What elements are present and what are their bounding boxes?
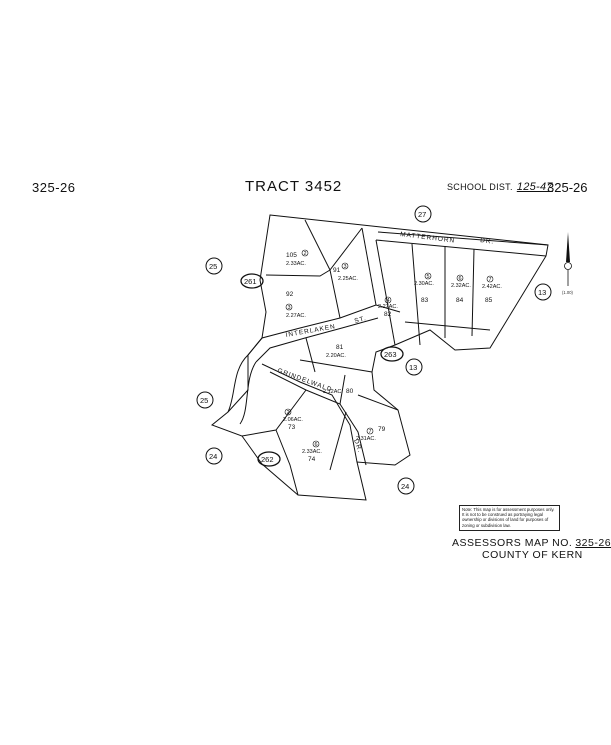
parcel-lot-number: 85 xyxy=(485,297,493,304)
map-number-right: 325-26 xyxy=(547,180,588,195)
north-arrow-label: (1.00) xyxy=(562,290,574,295)
sub-map-number: 263 xyxy=(384,350,397,359)
parcel-circle-number: 5 xyxy=(427,274,430,280)
assessor-label: ASSESSORS MAP NO. xyxy=(452,537,573,549)
matterhorn-road-edge xyxy=(377,231,549,246)
parcel-acreage: 2.06AC. xyxy=(283,417,303,423)
parcel-circle-number: 3 xyxy=(288,305,291,311)
parcel-lot-number: 92 xyxy=(286,291,294,298)
lot-line xyxy=(305,337,316,373)
grindelwald-road-edge xyxy=(261,363,358,463)
parcel-lot-number: 83 xyxy=(421,297,429,304)
parcel-lot-number: 80 xyxy=(346,388,354,395)
adjacent-map-number: 13 xyxy=(538,288,546,297)
adjacent-map-number: 24 xyxy=(401,482,409,491)
adjacent-map-number: 13 xyxy=(409,363,417,372)
parcel-lot-number: 81 xyxy=(336,344,344,351)
parcel-lot-number: 105 xyxy=(286,252,297,259)
assessor-number: 325-26 xyxy=(575,537,611,549)
parcel-acreage: 2.31AC. xyxy=(356,436,376,442)
lot-line xyxy=(265,269,331,277)
parcel-acreage: 2.20AC. xyxy=(326,353,346,359)
street-label-interlaken-suffix: ST. xyxy=(354,315,368,325)
parcel-acreage: 2.27AC. xyxy=(286,313,306,319)
parcel-acreage: 2.30AC. xyxy=(414,281,434,287)
assessor-map-block: ASSESSORS MAP NO.325-26 COUNTY OF KERN xyxy=(452,537,611,561)
lot-line xyxy=(411,243,421,346)
street-label-matterhorn-suffix: DR. xyxy=(480,237,495,246)
parcel-lot-number: 73 xyxy=(288,424,296,431)
school-district-label: SCHOOL DIST. xyxy=(447,182,513,192)
lot-line xyxy=(329,227,363,319)
parcel-circle-number: 3 xyxy=(344,264,347,270)
street-label-grindelwald-suffix: DR. xyxy=(352,438,363,454)
parcel-circle-number: 7 xyxy=(489,277,492,283)
lot-line xyxy=(241,389,307,437)
tract-boundary xyxy=(211,214,549,501)
parcel-acreage: 2.12AC. xyxy=(323,389,343,395)
curved-road-edge xyxy=(239,361,257,425)
lot-line xyxy=(375,304,401,313)
parcel-acreage: 2.25AC. xyxy=(338,276,358,282)
matterhorn-road-edge xyxy=(375,239,547,257)
parcel-acreage: 2.27AC. xyxy=(378,304,398,310)
lot-line xyxy=(375,239,396,346)
lot-line xyxy=(339,374,346,405)
parcel-circle-number: 4 xyxy=(387,298,390,304)
parcel-circle-number: 6 xyxy=(459,276,462,282)
adjacent-map-number: 25 xyxy=(200,396,208,405)
parcel-circle-number: 2 xyxy=(287,410,290,416)
parcel-circle-number: 6 xyxy=(315,442,318,448)
parcel-labels: 105 2 2.33AC. 91 3 2.25AC. 92 3 2.27AC. … xyxy=(283,249,502,463)
parcel-lot-number: 91 xyxy=(333,267,341,274)
parcel-lot-number: 84 xyxy=(456,297,464,304)
parcel-circle-number: 2 xyxy=(304,251,307,257)
lot-line xyxy=(471,248,475,337)
lot-line xyxy=(275,429,299,496)
sub-map-ovals: 261 263 262 xyxy=(240,273,404,467)
lot-line xyxy=(361,227,377,306)
north-arrow: (1.00) xyxy=(562,232,574,295)
parcel-acreage: 2.42AC. xyxy=(482,284,502,290)
adjacent-map-number: 24 xyxy=(209,452,217,461)
lot-line xyxy=(329,411,347,471)
parcel-lot-number: 74 xyxy=(308,456,316,463)
county-name: COUNTY OF KERN xyxy=(482,549,583,561)
lot-line xyxy=(404,321,491,331)
parcel-lot-number: 82 xyxy=(384,311,392,318)
disclaimer-note: Note: This map is for assessment purpose… xyxy=(459,505,560,531)
sub-map-number: 262 xyxy=(261,455,274,464)
school-district: SCHOOL DIST.125-47 xyxy=(447,181,553,193)
lot-line xyxy=(304,219,331,271)
adjacent-map-number: 25 xyxy=(209,262,217,271)
interlaken-road-edge xyxy=(255,317,379,363)
lot-line xyxy=(299,359,373,373)
curved-road-edge xyxy=(227,354,249,413)
adjacent-map-circles: 27 25 13 13 25 24 24 xyxy=(196,205,552,495)
lot-line xyxy=(357,394,399,411)
parcel-acreage: 2.32AC. xyxy=(451,283,471,289)
parcel-lot-number: 79 xyxy=(378,426,386,433)
interlaken-road-edge xyxy=(247,304,377,356)
tract-title: TRACT 3452 xyxy=(245,178,343,195)
school-district-value: 125-47 xyxy=(516,181,553,193)
parcel-acreage: 2.33AC. xyxy=(302,449,322,455)
sub-map-number: 261 xyxy=(244,277,257,286)
parcel-circle-number: 7 xyxy=(369,429,372,435)
adjacent-map-number: 27 xyxy=(418,210,426,219)
parcel-acreage: 2.33AC. xyxy=(286,261,306,267)
map-number-left: 325-26 xyxy=(32,180,76,195)
